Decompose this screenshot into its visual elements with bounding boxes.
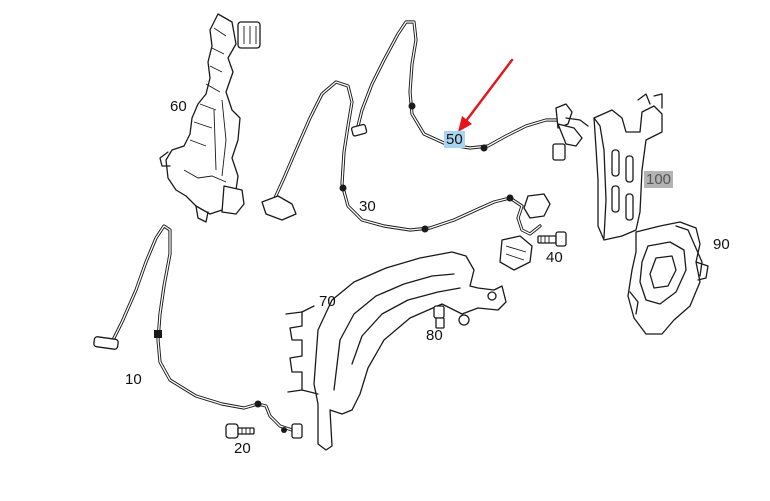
callout-20[interactable]: 20: [234, 440, 251, 457]
callout-80[interactable]: 80: [426, 327, 443, 344]
callout-50-selected[interactable]: 50: [444, 131, 465, 148]
part-10-cable[interactable]: [93, 224, 303, 439]
callout-100[interactable]: 100: [644, 171, 674, 188]
part-100-shield[interactable]: [593, 93, 663, 241]
part-20-bolt[interactable]: [225, 423, 255, 439]
part-40-bolt[interactable]: [537, 231, 567, 247]
callout-60[interactable]: 60: [170, 98, 187, 115]
callout-70[interactable]: 70: [319, 293, 336, 310]
part-50-cable[interactable]: [350, 20, 589, 161]
part-80-stud[interactable]: [433, 305, 445, 329]
part-90-housing[interactable]: [627, 221, 709, 335]
part-70-plate[interactable]: [285, 251, 507, 451]
part-30-cable[interactable]: [261, 80, 551, 271]
part-60-bracket[interactable]: [159, 13, 261, 223]
callout-90[interactable]: 90: [713, 236, 730, 253]
callout-40[interactable]: 40: [546, 249, 563, 266]
red-pointer-arrow: [458, 58, 514, 132]
callout-30[interactable]: 30: [359, 198, 376, 215]
callout-10[interactable]: 10: [125, 371, 142, 388]
